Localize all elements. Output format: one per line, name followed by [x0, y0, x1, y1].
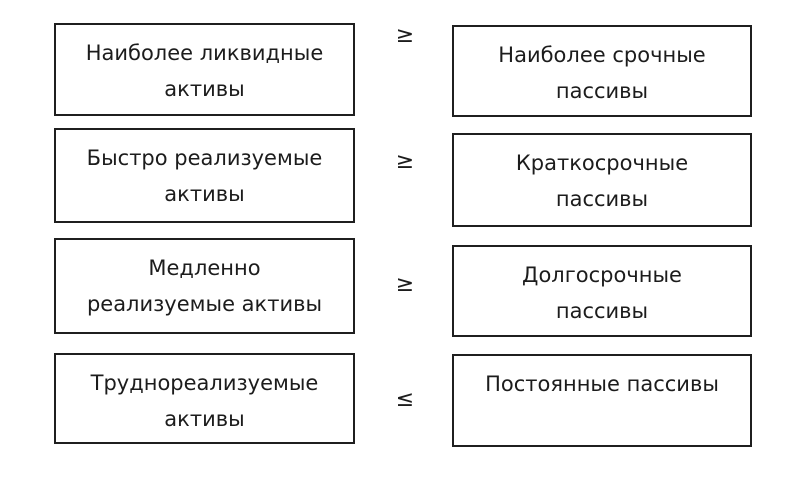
box-text-line: Труднореализуемые: [90, 371, 319, 395]
comparison-sign: ≥: [395, 149, 415, 174]
box-text-line: пассивы: [555, 187, 649, 211]
box-text-line: пассивы: [555, 79, 649, 103]
liability-box-permanent: Постоянные пассивы: [452, 354, 752, 447]
box-text-line: Краткосрочные: [515, 151, 689, 175]
asset-box-hard-to-realize: Труднореализуемые активы: [54, 353, 355, 444]
box-text-line: Наиболее срочные: [498, 43, 706, 67]
comparison-sign: ≥: [395, 23, 415, 48]
box-text-line: реализуемые активы: [86, 292, 323, 316]
box-text-line: пассивы: [555, 299, 649, 323]
box-text-line: Быстро реализуемые: [86, 146, 323, 170]
box-text-line: Постоянные пассивы: [485, 372, 719, 396]
comparison-sign: ≤: [395, 387, 415, 412]
liability-box-most-urgent: Наиболее срочные пассивы: [452, 25, 752, 117]
asset-box-slowly-realizable: Медленно реализуемые активы: [54, 238, 355, 334]
asset-box-quickly-realizable: Быстро реализуемые активы: [54, 128, 355, 223]
box-text-line: Наиболее ликвидные: [85, 41, 324, 65]
box-text-line: Медленно: [148, 256, 261, 280]
box-text-line: активы: [164, 182, 245, 206]
comparison-sign: ≥: [395, 272, 415, 297]
box-text-line: активы: [164, 77, 245, 101]
liability-box-short-term: Краткосрочные пассивы: [452, 133, 752, 227]
liability-box-long-term: Долгосрочные пассивы: [452, 245, 752, 337]
box-text-line: Долгосрочные: [522, 263, 682, 287]
box-text-line: активы: [164, 407, 245, 431]
asset-box-most-liquid: Наиболее ликвидные активы: [54, 23, 355, 116]
